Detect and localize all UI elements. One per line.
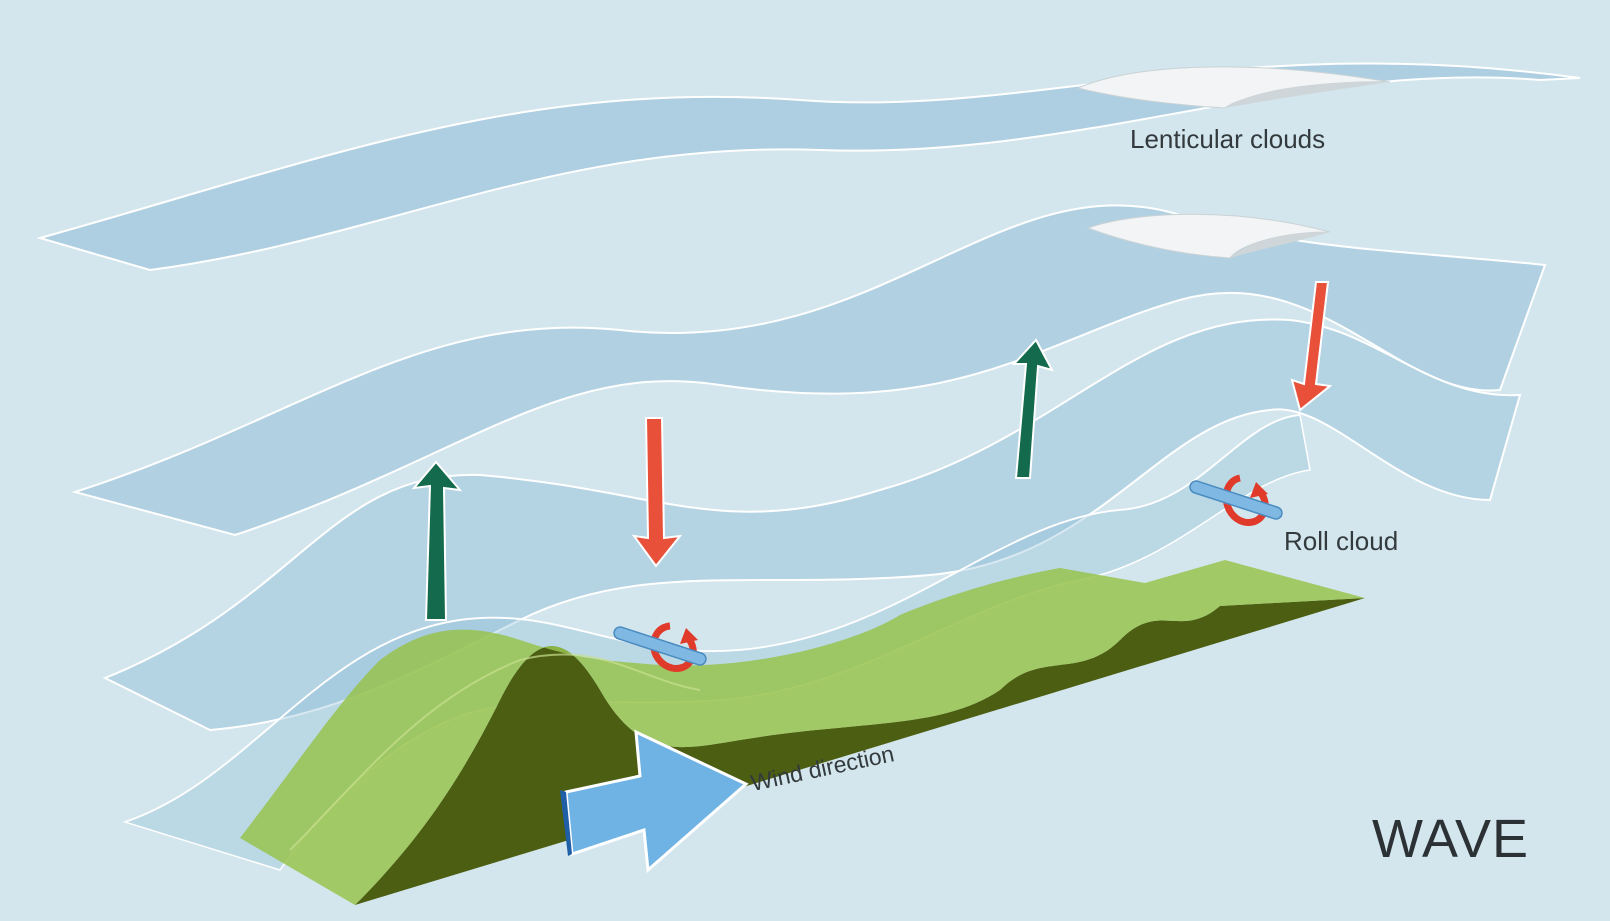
down-arrow-icon — [1290, 281, 1333, 412]
terrain-ridge — [289, 653, 701, 851]
roll-cloud-label: Roll cloud — [1284, 526, 1399, 556]
rotation-icon — [613, 622, 707, 672]
up-arrow-icon — [1011, 338, 1054, 479]
terrain-top — [240, 560, 1365, 905]
down-arrow-icon — [631, 417, 683, 568]
airflow-layer-2 — [71, 204, 1547, 537]
diagram-title: WAVE — [1372, 809, 1530, 869]
airflow-layer-1 — [36, 62, 1581, 272]
lenticular-cloud-lower-shade — [1230, 232, 1330, 258]
lenticular-cloud-upper-shade — [1225, 81, 1390, 108]
right-arrow-icon — [560, 729, 749, 874]
airflow-layer-3 — [102, 318, 1522, 732]
lenticular-clouds-label: Lenticular clouds — [1130, 124, 1326, 154]
up-arrow-icon — [411, 460, 463, 621]
rotation-icon — [1189, 474, 1283, 526]
